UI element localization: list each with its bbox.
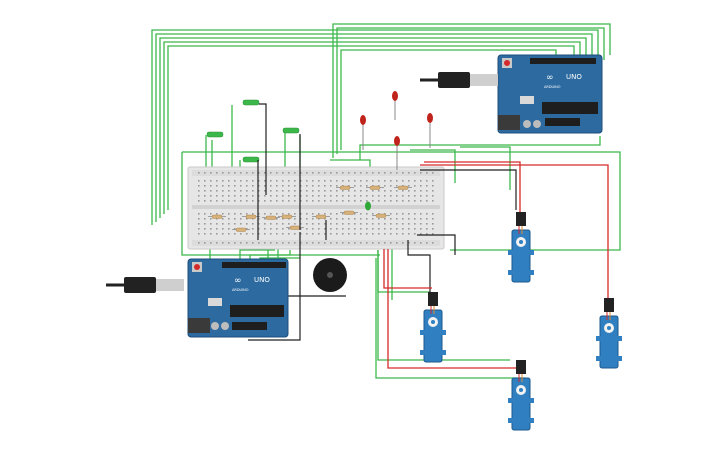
usb-cable-bottom xyxy=(106,277,184,293)
usb-cable-top xyxy=(420,72,498,88)
led-red-1 xyxy=(392,91,398,120)
arduino-top: ∞ UNO ARDUINO xyxy=(497,54,603,134)
resistor-loose-1 xyxy=(242,99,260,106)
resistors xyxy=(208,185,412,232)
arduino-top-brand: ARDUINO xyxy=(544,85,561,89)
arduino-top-logo: UNO xyxy=(566,73,582,81)
servos xyxy=(420,212,622,431)
arduino-bottom-mark: ∞ xyxy=(234,276,242,286)
resistor-11 xyxy=(232,227,250,232)
red-wires xyxy=(383,161,609,369)
arduino-bottom-logo: UNO xyxy=(254,276,270,284)
led-green xyxy=(365,201,371,211)
servo-1 xyxy=(508,212,534,283)
resistor-2 xyxy=(242,214,260,219)
led-red-4 xyxy=(394,136,400,170)
resistor-loose-3 xyxy=(282,127,300,134)
arduino-top-mark: ∞ xyxy=(546,73,554,83)
arduino-bottom-brand: ARDUINO xyxy=(232,288,249,292)
resistor-loose-4 xyxy=(242,156,260,163)
breadboard xyxy=(187,166,445,250)
resistor-9 xyxy=(340,210,358,215)
buzzer xyxy=(313,258,347,292)
resistor-8 xyxy=(394,185,412,190)
resistor-4 xyxy=(312,214,330,219)
servo-4 xyxy=(596,298,622,369)
led-red-2 xyxy=(360,115,366,150)
resistor-loose-2 xyxy=(206,131,224,138)
resistor-3 xyxy=(278,214,296,219)
resistor-7 xyxy=(366,185,384,190)
resistor-10 xyxy=(372,213,390,218)
loose-resistors xyxy=(206,99,300,163)
resistor-6 xyxy=(336,185,354,190)
breadboard-holes xyxy=(198,172,434,244)
led-red-3 xyxy=(427,113,433,148)
arduino-bottom: ∞ UNO ARDUINO xyxy=(187,258,289,338)
resistor-1 xyxy=(208,214,226,219)
servo-3 xyxy=(508,360,534,431)
red-leds xyxy=(360,91,433,170)
resistor-12 xyxy=(262,215,280,220)
servo-2 xyxy=(420,292,446,363)
